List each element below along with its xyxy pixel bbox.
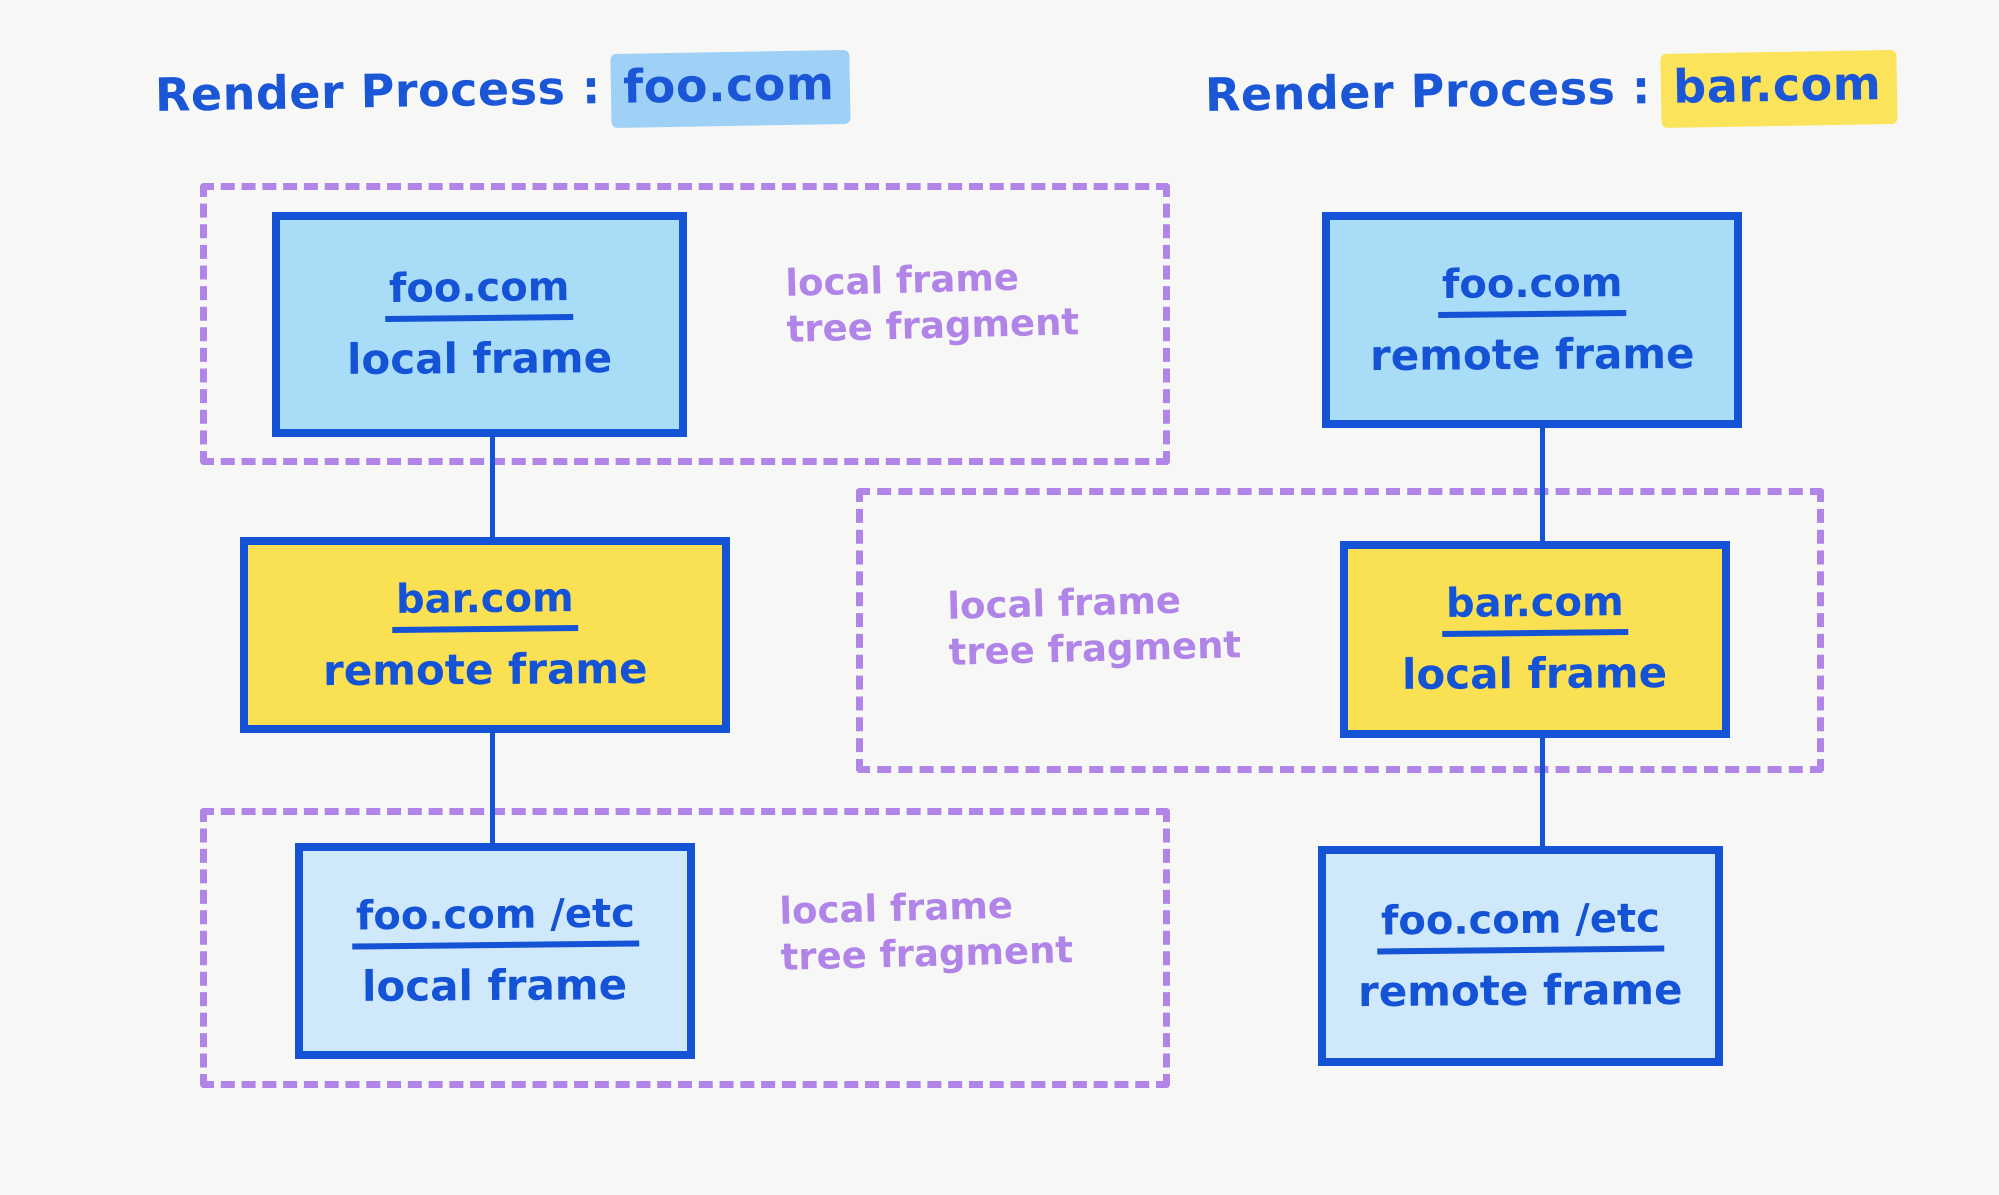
- heading-origin-bar: bar.com: [1666, 56, 1888, 123]
- heading-prefix: Render Process :: [1204, 59, 1668, 122]
- fragment-label-top-left: local frame tree fragment: [784, 255, 1080, 352]
- heading-render-process-bar: Render Process : bar.com: [1205, 56, 1888, 131]
- connector-right-middle-to-bottom: [1540, 738, 1545, 846]
- fragment-region-bottom-left: [200, 808, 1170, 1088]
- frame-box-foo-local-left[interactable]: foo.com local frame: [272, 212, 687, 437]
- frame-url: bar.com: [1441, 580, 1629, 638]
- frame-box-fooetc-local-left[interactable]: foo.com /etc local frame: [295, 843, 695, 1059]
- frame-kind: local frame: [1402, 648, 1668, 700]
- connector-left-middle-to-bottom: [490, 733, 495, 843]
- frame-url: foo.com: [385, 265, 574, 323]
- frame-kind: remote frame: [1369, 328, 1695, 381]
- connector-left-top-to-middle: [490, 437, 495, 542]
- heading-origin-foo: foo.com: [616, 56, 841, 123]
- frame-url: foo.com: [1437, 260, 1627, 318]
- frame-box-bar-remote-left[interactable]: bar.com remote frame: [240, 537, 730, 733]
- frame-url: foo.com /etc: [1376, 895, 1665, 955]
- connector-right-top-to-middle: [1540, 428, 1545, 541]
- heading-render-process-foo: Render Process : foo.com: [155, 56, 841, 131]
- fragment-label-middle: local frame tree fragment: [946, 578, 1242, 675]
- fragment-region-middle: [856, 488, 1824, 773]
- frame-kind: local frame: [346, 333, 613, 385]
- frame-kind: remote frame: [322, 643, 648, 696]
- frame-url: foo.com /etc: [351, 890, 639, 950]
- fragment-label-bottom-left: local frame tree fragment: [778, 883, 1074, 980]
- frame-box-foo-remote-right[interactable]: foo.com remote frame: [1322, 212, 1742, 428]
- fragment-region-top-left: [200, 183, 1170, 465]
- heading-prefix: Render Process :: [154, 59, 618, 122]
- frame-url: bar.com: [391, 575, 579, 633]
- frame-box-fooetc-remote-right[interactable]: foo.com /etc remote frame: [1318, 846, 1723, 1066]
- frame-box-bar-local-right[interactable]: bar.com local frame: [1340, 541, 1730, 738]
- frame-kind: remote frame: [1358, 964, 1683, 1017]
- frame-kind: local frame: [362, 960, 628, 1011]
